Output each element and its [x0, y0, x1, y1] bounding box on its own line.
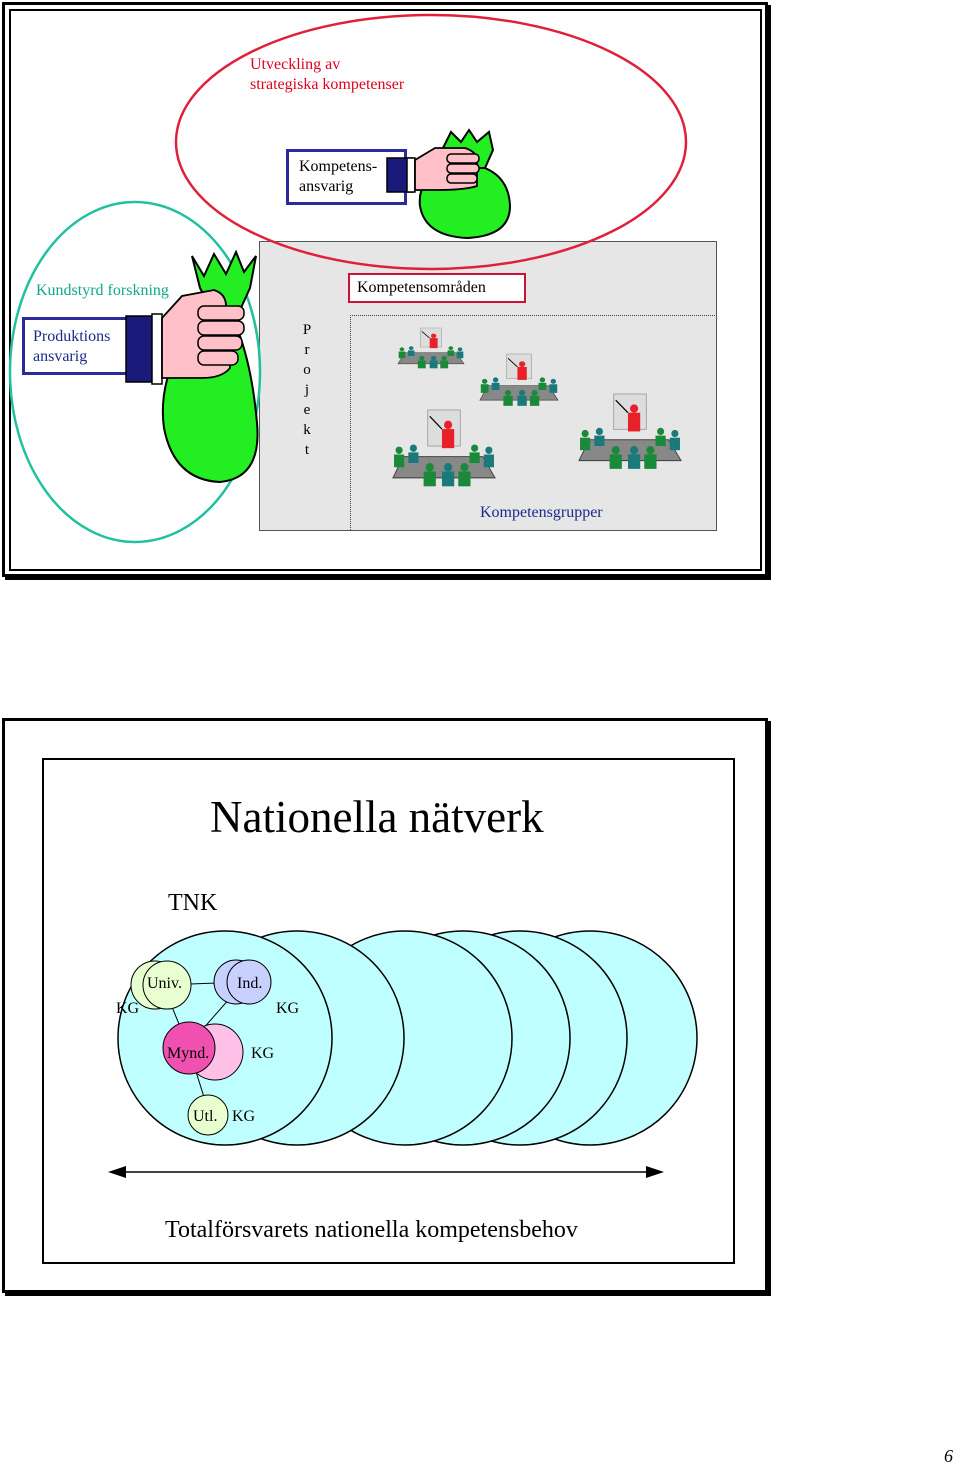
slide-1-ellipses [8, 13, 688, 544]
utl-node [187, 1094, 229, 1136]
kompetensomraden-box [348, 273, 526, 303]
ind-node [226, 959, 272, 1005]
slide-2-inner-frame [42, 758, 735, 1264]
utl-label: Utl. [193, 1108, 218, 1125]
projekt-label: P r o j e k t [297, 320, 317, 460]
kundstyrd-label: Kundstyrd forskning [36, 282, 169, 299]
mynd-label: Mynd. [167, 1045, 210, 1062]
kompetensansvarig-line2: ansvarig [299, 178, 354, 195]
projekt-letter: r [304, 342, 310, 358]
ind-label: Ind. [237, 975, 263, 992]
kompetensansvarig-line1: Kompetens- [299, 158, 378, 175]
kg-label: KG [232, 1108, 256, 1125]
kompetensomraden-label: Kompetensområden [357, 279, 486, 296]
univ-node [142, 960, 192, 1010]
produktionsansvarig-box [22, 317, 130, 375]
money-bag-hand-icon-large [125, 249, 259, 484]
strategic-ellipse [174, 13, 688, 271]
projekt-letter: e [303, 402, 311, 418]
mynd-node [162, 1021, 216, 1075]
network-diagram [108, 930, 698, 1178]
kg-label: KG [251, 1045, 275, 1062]
slide-1-title-line2: strategiska kompetenser [250, 76, 405, 93]
projekt-letter: o [303, 362, 311, 378]
slide-2-title: Nationella nätverk [210, 792, 544, 842]
kundstyrd-ellipse [8, 200, 262, 544]
projekt-letter: t [304, 442, 310, 458]
tnk-label: TNK [168, 890, 218, 916]
page-number: 6 [944, 1446, 953, 1466]
money-bag-hand-icon [386, 128, 512, 240]
slide-1-title-line1: Utveckling av [250, 56, 341, 73]
projekt-letter: k [303, 422, 311, 438]
projekt-divider-horizontal [350, 315, 715, 316]
projekt-letter: j [304, 382, 310, 398]
projekt-divider-vertical [350, 315, 351, 530]
kg-label: KG [116, 1000, 140, 1017]
produktionsansvarig-line1: Produktions [33, 328, 111, 345]
univ-label: Univ. [147, 975, 182, 992]
slide-1-inner-frame [9, 9, 762, 571]
kg-label: KG [276, 1000, 300, 1017]
slide-2-footer: Totalförsvarets nationella kompetensbeho… [165, 1217, 578, 1243]
projekt-letter: P [302, 322, 312, 338]
produktionsansvarig-line2: ansvarig [33, 348, 88, 365]
kompetensgrupper-label: Kompetensgrupper [480, 504, 603, 521]
